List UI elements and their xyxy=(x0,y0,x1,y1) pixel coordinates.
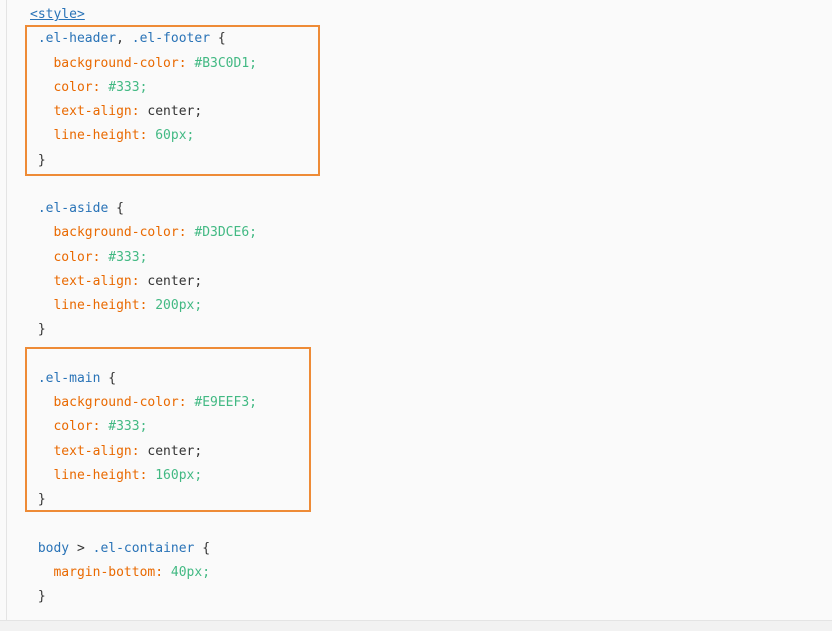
code-line: color: #333; xyxy=(30,415,257,439)
code-token-sel: .el-main xyxy=(30,370,101,386)
code-line: margin-bottom: 40px; xyxy=(30,561,257,585)
code-token-prop: text-align: xyxy=(30,443,140,459)
code-line: text-align: center; xyxy=(30,100,257,124)
code-line: line-height: 160px; xyxy=(30,464,257,488)
code-area: <style> .el-header, .el-footer { backgro… xyxy=(30,3,257,609)
code-token-prop: margin-bottom: xyxy=(30,564,164,580)
style-tag-link[interactable]: <style> xyxy=(30,7,85,22)
code-token-sel: .el-footer xyxy=(123,31,211,47)
code-token-prop: text-align: xyxy=(30,273,140,289)
code-token-pun: center; xyxy=(139,104,203,119)
code-token-val: #333; xyxy=(108,79,148,95)
code-token-pun: { xyxy=(108,201,124,216)
code-line xyxy=(30,512,257,536)
code-token-prop: text-align: xyxy=(30,104,140,119)
code-token-prop: color: xyxy=(30,79,101,95)
code-token-prop: background-color: xyxy=(30,395,187,410)
code-line: body > .el-container { xyxy=(30,537,257,561)
code-line: background-color: #B3C0D1; xyxy=(30,52,257,76)
code-token-prop: color: xyxy=(30,249,101,265)
panel-bottom-border xyxy=(0,620,832,621)
code-token-pun: } xyxy=(30,152,46,168)
code-token-pun: center; xyxy=(139,273,203,289)
code-token-val: #D3DCE6; xyxy=(194,225,257,241)
code-token-sel: body xyxy=(30,540,70,556)
code-token-val: 160px; xyxy=(155,467,203,483)
code-token-val: 60px; xyxy=(155,128,195,144)
code-token-val: 40px; xyxy=(170,564,211,580)
code-line: .el-main { xyxy=(30,367,257,391)
code-line: background-color: #D3DCE6; xyxy=(30,221,257,245)
code-token-val: #333; xyxy=(108,249,148,265)
code-token-val: 200px; xyxy=(155,298,203,313)
code-line: line-height: 60px; xyxy=(30,124,257,148)
code-token-val: #333; xyxy=(108,419,148,435)
code-token-prop: line-height: xyxy=(30,128,148,144)
bottom-strip xyxy=(0,621,832,631)
code-token-prop: line-height: xyxy=(30,467,148,483)
code-token-val: #E9EEF3; xyxy=(194,395,257,410)
code-line: line-height: 200px; xyxy=(30,294,257,318)
code-line: } xyxy=(30,149,257,173)
code-line: .el-aside { xyxy=(30,197,257,221)
code-token-sel: .el-header xyxy=(30,31,117,47)
panel-left-border xyxy=(6,0,7,620)
code-token-pun: center; xyxy=(139,443,203,459)
code-line xyxy=(30,343,257,367)
code-token-prop: line-height: xyxy=(30,298,148,313)
code-line: } xyxy=(30,318,257,342)
code-token-pun: { xyxy=(194,540,211,556)
code-token-pun: { xyxy=(210,31,226,47)
code-token-prop: background-color: xyxy=(30,55,187,71)
code-line: background-color: #E9EEF3; xyxy=(30,391,257,415)
code-token-pun: { xyxy=(100,370,117,386)
code-token-pun: > xyxy=(69,540,93,556)
code-token-val: #B3C0D1; xyxy=(194,55,257,71)
code-line: text-align: center; xyxy=(30,440,257,464)
code-line: .el-header, .el-footer { xyxy=(30,27,257,51)
code-token-pun: } xyxy=(30,492,46,507)
code-token-prop: background-color: xyxy=(30,225,187,241)
code-token-pun: , xyxy=(116,31,124,47)
code-line: color: #333; xyxy=(30,76,257,100)
code-line: } xyxy=(30,488,257,512)
code-line: color: #333; xyxy=(30,246,257,270)
code-token-pun: } xyxy=(30,589,46,604)
code-token-sel: .el-container xyxy=(92,540,195,556)
code-token-pun xyxy=(163,565,171,580)
code-line: } xyxy=(30,585,257,609)
code-line xyxy=(30,173,257,197)
code-line: text-align: center; xyxy=(30,270,257,294)
code-line: <style> xyxy=(30,3,257,27)
code-token-pun: } xyxy=(30,322,46,338)
code-token-sel: .el-aside xyxy=(30,201,109,216)
code-token-prop: color: xyxy=(30,419,101,435)
